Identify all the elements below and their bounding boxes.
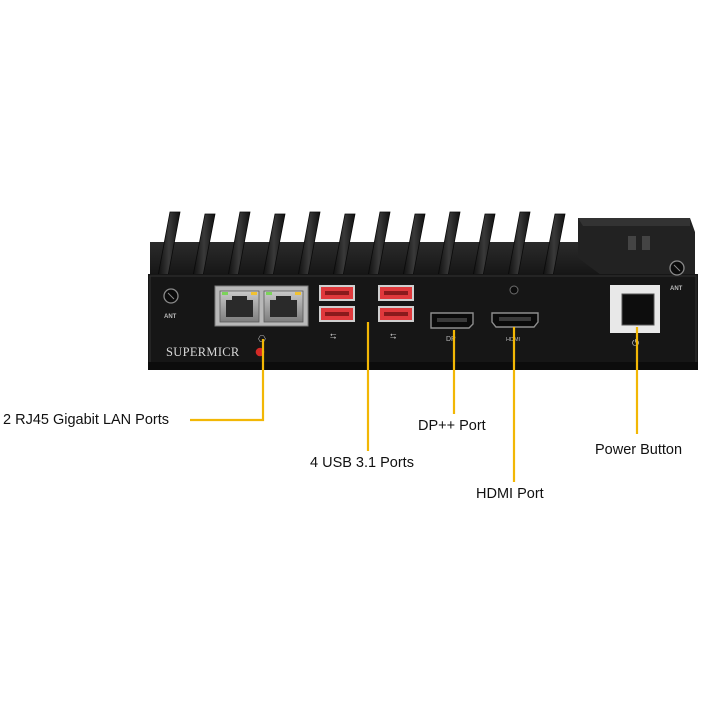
usb-port[interactable] — [378, 306, 414, 322]
usb-icon-left: ⮀ — [330, 332, 337, 341]
power-button[interactable] — [610, 285, 660, 333]
callout-usb: 4 USB 3.1 Ports — [310, 455, 414, 471]
leader-lines — [190, 322, 639, 482]
lan-port-2[interactable] — [263, 290, 304, 323]
brand-logo: SUPERMICR — [166, 345, 240, 359]
lan-port-housing — [214, 285, 309, 327]
callout-hdmi: HDMI Port — [476, 486, 544, 502]
callout-lan: 2 RJ45 Gigabit LAN Ports — [3, 412, 170, 428]
usb-port[interactable] — [319, 285, 355, 301]
power-icon: ⏻ — [632, 338, 639, 349]
antenna-connector-left — [163, 288, 179, 304]
callout-dp: DP++ Port — [418, 418, 486, 434]
lan-port-1[interactable] — [219, 290, 260, 323]
usb-port[interactable] — [319, 306, 355, 322]
antenna-label-left: ANT — [164, 314, 177, 320]
callout-power: Power Button — [595, 442, 683, 458]
hdmi-port[interactable] — [491, 312, 539, 328]
antenna-connector-right — [669, 260, 685, 276]
usb-icon-right: ⮀ — [390, 332, 397, 341]
leader-line-lan — [190, 339, 265, 422]
heatsink — [150, 211, 695, 278]
displayport[interactable] — [430, 312, 474, 329]
usb-port[interactable] — [378, 285, 414, 301]
screw-hole — [509, 285, 519, 295]
antenna-label-right: ANT — [670, 286, 683, 292]
dp-label: DP — [446, 336, 456, 343]
usb-ports — [319, 285, 414, 322]
